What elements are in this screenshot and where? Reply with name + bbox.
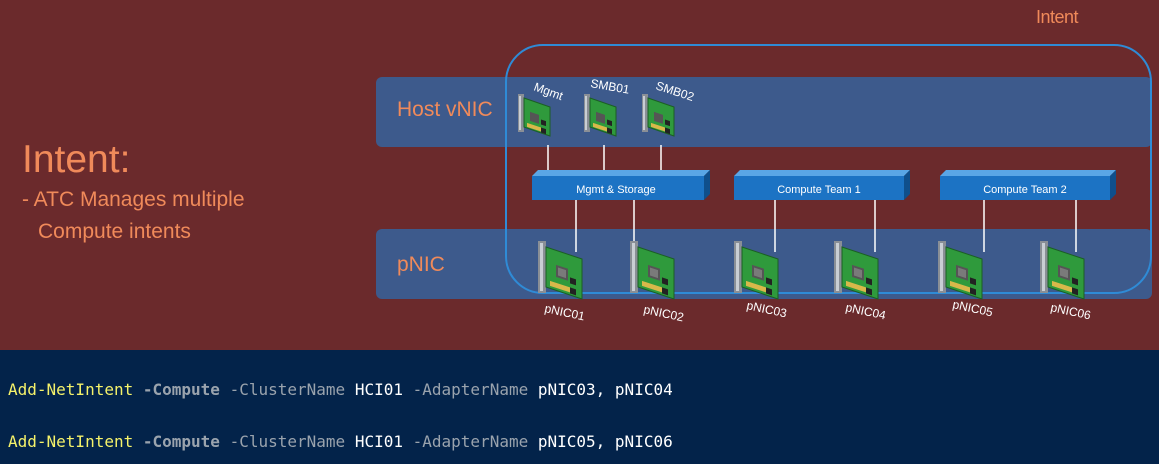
- code-value: pNIC05, pNIC06: [537, 432, 673, 451]
- vnic-label-smb02: SMB02: [654, 79, 696, 105]
- intent-frame-label: Intent: [1036, 7, 1079, 27]
- code-switch: -Compute: [142, 432, 220, 451]
- host-vnic-label: Host vNIC: [397, 98, 493, 121]
- code-cmdlet: Add-NetIntent: [8, 380, 134, 399]
- pnic-label-04: pNIC04: [844, 300, 887, 322]
- network-diagram: Mgmt & Storage Compute Team 1 Compute Te…: [517, 76, 1116, 324]
- pnic-card-icon: [629, 240, 675, 300]
- code-panel: [0, 350, 1159, 464]
- code-param: -AdapterName: [412, 380, 529, 399]
- vnic-label-mgmt: Mgmt: [532, 80, 566, 104]
- bullet-line-2: Compute intents: [38, 220, 191, 243]
- slide-title: Intent:: [22, 138, 131, 181]
- vnic-card-icon: [641, 93, 675, 137]
- pnic-card-icon: [833, 240, 879, 300]
- switch-label-1: Mgmt & Storage: [576, 184, 655, 196]
- bullet-line-1: - ATC Manages multiple: [22, 188, 245, 211]
- pnic-card-icon: [733, 240, 779, 300]
- intent-frame: [505, 44, 1152, 294]
- code-value: HCI01: [354, 432, 403, 451]
- switch-compute-team-1: [734, 170, 910, 200]
- code-line-1: Add-NetIntent -Compute -ClusterName HCI0…: [8, 380, 673, 399]
- code-switch: -Compute: [142, 380, 220, 399]
- code-line-2: Add-NetIntent -Compute -ClusterName HCI0…: [8, 432, 673, 451]
- switch-mgmt-storage: [532, 170, 710, 200]
- code-param: -ClusterName: [229, 380, 346, 399]
- vnic-card-icon: [583, 93, 617, 137]
- pnic-label-03: pNIC03: [745, 298, 788, 320]
- switch-label-3: Compute Team 2: [983, 184, 1067, 196]
- vnic-card-icon: [517, 93, 551, 137]
- code-value: pNIC03, pNIC04: [537, 380, 673, 399]
- code-param: -AdapterName: [412, 432, 529, 451]
- vnic-label-smb01: SMB01: [589, 76, 631, 97]
- code-param: -ClusterName: [229, 432, 346, 451]
- pnic-card-icon: [1039, 240, 1085, 300]
- code-cmdlet: Add-NetIntent: [8, 432, 134, 451]
- pnic-label-01: pNIC01: [543, 301, 586, 323]
- switch-label-2: Compute Team 1: [777, 184, 861, 196]
- pnic-label-02: pNIC02: [642, 302, 685, 324]
- code-value: HCI01: [354, 380, 403, 399]
- switch-compute-team-2: [940, 170, 1116, 200]
- pnic-label-06: pNIC06: [1049, 300, 1092, 322]
- pnic-label: pNIC: [397, 253, 445, 276]
- pnic-label-05: pNIC05: [951, 297, 994, 319]
- pnic-card-icon: [937, 240, 983, 300]
